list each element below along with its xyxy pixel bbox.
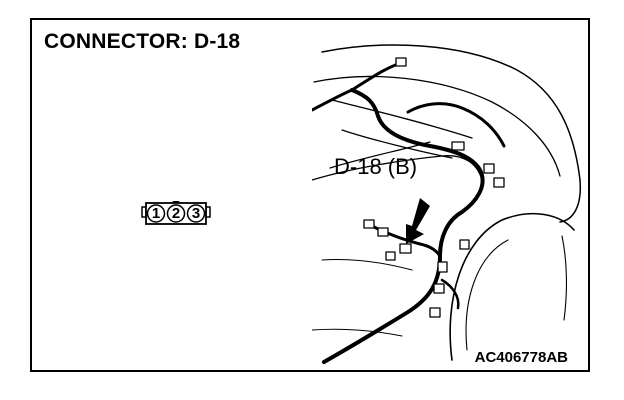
harness-branch-left xyxy=(312,62,400,112)
reference-code: AC406778AB xyxy=(474,349,568,366)
floor-line xyxy=(321,259,413,271)
harness-connector xyxy=(451,141,465,151)
trunk-edge xyxy=(331,99,473,139)
harness-connector xyxy=(459,239,470,250)
wheel-arch xyxy=(449,212,575,361)
harness-connector xyxy=(377,227,389,237)
harness-connector xyxy=(363,219,375,229)
harness-branch-lower xyxy=(440,278,460,310)
body-side-upper xyxy=(312,155,483,181)
harness-connector xyxy=(493,177,505,188)
rear-window-upper xyxy=(313,75,561,177)
location-arrow xyxy=(406,198,430,244)
connector-pin-2: 2 xyxy=(171,205,181,222)
rear-corner xyxy=(559,179,582,223)
connector-d18-location xyxy=(399,243,412,254)
wheel-arch-inner xyxy=(465,239,509,351)
vehicle-harness-illustration xyxy=(312,44,582,364)
connector-location-label: D-18 (B) xyxy=(334,154,418,179)
harness-connector xyxy=(385,251,396,261)
connector-face-view: 1 2 3 xyxy=(139,200,213,226)
harness-connector xyxy=(483,163,495,174)
harness-connector xyxy=(437,261,448,273)
diagram-frame: CONNECTOR: D-18 1 2 3 xyxy=(30,18,590,372)
floor-line-lower xyxy=(312,328,403,337)
harness-connector xyxy=(433,283,445,294)
harness-connector xyxy=(429,307,441,318)
harness-main xyxy=(322,88,485,364)
roof-line xyxy=(321,44,581,181)
harness-branch-upper xyxy=(406,102,506,148)
connector-pin-3: 3 xyxy=(191,205,201,222)
quarter-panel-edge xyxy=(561,235,568,321)
connector-title: CONNECTOR: D-18 xyxy=(44,30,241,53)
connector-outline xyxy=(141,201,211,225)
connector-pin-1: 1 xyxy=(151,205,161,222)
harness-connector xyxy=(395,57,407,67)
